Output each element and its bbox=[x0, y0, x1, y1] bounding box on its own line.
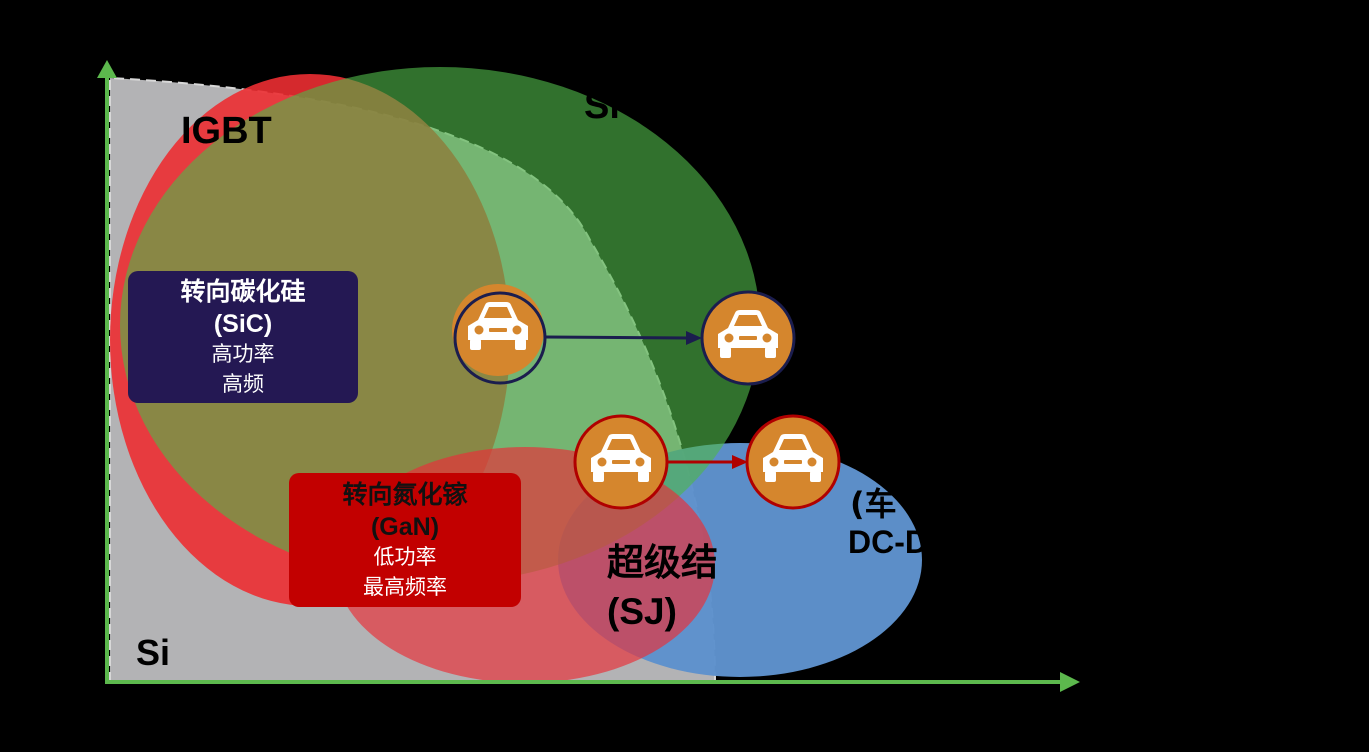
arrow-gan-head bbox=[732, 455, 748, 469]
gan-box-formula: (GaN) bbox=[370, 513, 440, 541]
car-badge-1 bbox=[452, 284, 547, 385]
sic-box-line2: 高频 bbox=[222, 373, 264, 396]
sic-box-formula: (SiC) bbox=[213, 310, 273, 338]
sj-label-line1: 超级结 bbox=[607, 541, 718, 584]
sic-transition-box: 转向碳化硅 (SiC) 高功率 高频 bbox=[128, 271, 358, 403]
si-label: Si bbox=[136, 632, 170, 673]
car-badge-4 bbox=[745, 414, 841, 510]
sic-box-title: 转向碳化硅 bbox=[180, 278, 306, 306]
axes bbox=[97, 60, 1080, 692]
sj-label-line2: (SJ) bbox=[607, 591, 677, 632]
gan-transition-box: 转向氮化镓 (GaN) 低功率 最高频率 bbox=[289, 473, 521, 607]
car-badge-2 bbox=[700, 290, 796, 386]
gan-box-line1: 低功率 bbox=[373, 546, 437, 569]
sic-box-line1: 高功率 bbox=[211, 343, 275, 366]
blue-label-line2: DC-D bbox=[848, 524, 928, 560]
sic-region-label: Si bbox=[584, 85, 620, 127]
arrow-sic bbox=[545, 335, 689, 340]
gan-box-title: 转向氮化镓 bbox=[342, 481, 468, 509]
gan-box-line2: 最高频率 bbox=[363, 576, 447, 599]
igbt-label: IGBT bbox=[181, 110, 272, 152]
car-badge-3 bbox=[573, 414, 669, 510]
arrow-sic-head bbox=[686, 331, 702, 345]
blue-label-line1: (车 bbox=[850, 485, 897, 523]
